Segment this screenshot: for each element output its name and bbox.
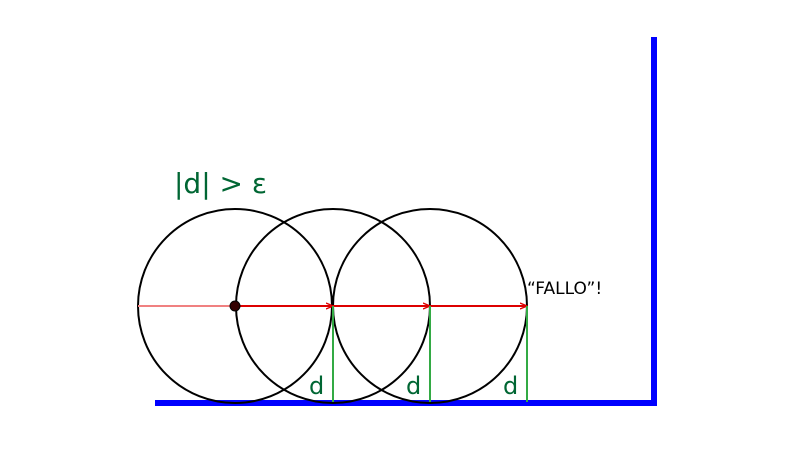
distance-label-1: d [309, 372, 324, 400]
distance-label-2: d [406, 372, 421, 400]
distance-label-3: d [503, 372, 518, 400]
ray-origin-point [229, 300, 241, 312]
condition-label: |d| > ε [174, 167, 267, 200]
fail-label: “FALLO”! [527, 279, 602, 299]
